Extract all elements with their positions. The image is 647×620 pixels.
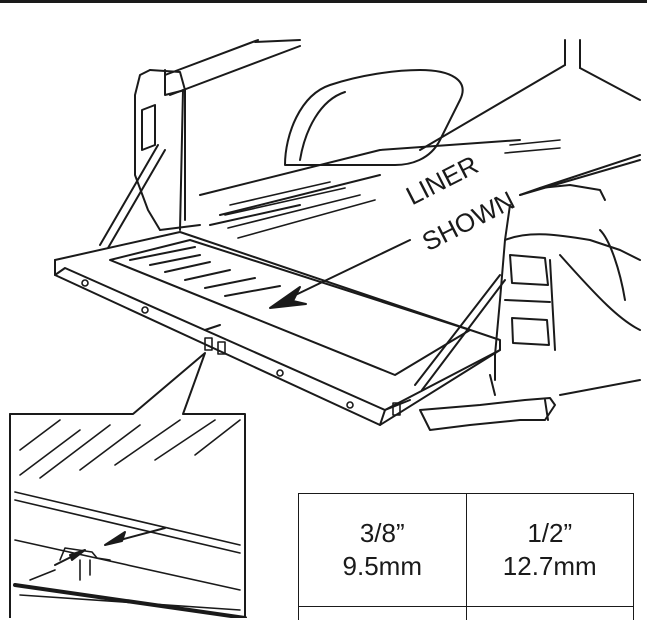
right-bedside	[495, 155, 640, 380]
left-bedside	[135, 70, 200, 230]
spec-metric: 9.5mm	[299, 550, 466, 583]
liner-pointer-arrow	[270, 240, 410, 308]
spec-metric: 12.7mm	[467, 550, 634, 583]
rear-bumper	[420, 375, 640, 430]
tailgate-liner	[110, 240, 470, 375]
table-row: 3/8” 9.5mm 1/2” 12.7mm	[299, 494, 634, 607]
spec-fraction: 3/8”	[299, 517, 466, 550]
detail-view	[15, 420, 245, 618]
truck-bed-outline	[165, 40, 640, 225]
spec-cell-thick: 1/2” 12.7mm	[466, 494, 634, 607]
spec-fraction: 1/2”	[467, 517, 634, 550]
detail-callout	[10, 353, 245, 618]
thickness-spec-table: 3/8” 9.5mm 1/2” 12.7mm	[298, 493, 634, 620]
spec-cell-thin: 3/8” 9.5mm	[299, 494, 467, 607]
bed-floor-ribs	[225, 140, 560, 238]
